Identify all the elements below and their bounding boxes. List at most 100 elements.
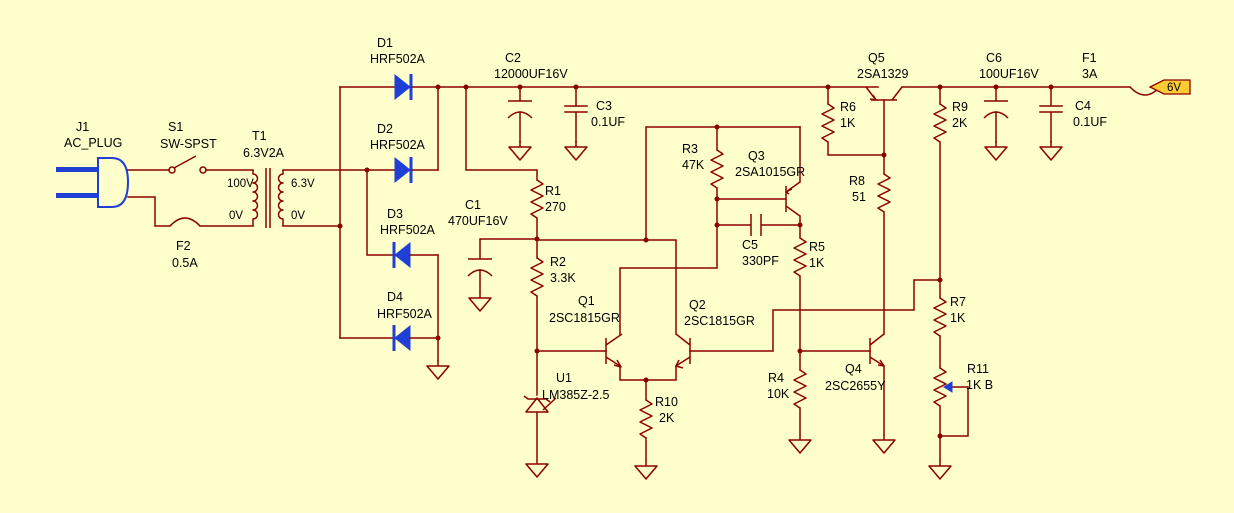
resistor-r3 <box>710 149 724 189</box>
r1-value: 270 <box>545 200 566 214</box>
c4-ref: C4 <box>1075 99 1091 113</box>
f1-ref: F1 <box>1082 51 1097 65</box>
j1-value: AC_PLUG <box>64 136 122 150</box>
u1-value: LM385Z-2.5 <box>542 388 609 402</box>
resistor-r6 <box>821 103 835 143</box>
transistor-q4 <box>869 333 885 367</box>
c2-value: 12000UF16V <box>494 67 568 81</box>
d4-value: HRF502A <box>377 307 433 321</box>
r9-value: 2K <box>952 116 968 130</box>
r6-ref: R6 <box>840 100 856 114</box>
wire <box>366 169 393 256</box>
j1-ref: J1 <box>76 120 89 134</box>
transistor-q5 <box>865 86 903 101</box>
d2-ref: D2 <box>377 122 393 136</box>
r11-ref: R11 <box>967 362 989 376</box>
c3-ref: C3 <box>596 99 612 113</box>
c2-ref: C2 <box>505 51 521 65</box>
d3-value: HRF502A <box>380 223 436 237</box>
wire <box>619 224 718 335</box>
r2-value: 3.3K <box>550 271 576 285</box>
wire <box>619 365 677 381</box>
diode-d2 <box>394 156 413 184</box>
ground-symbol <box>426 359 450 380</box>
r11-value: 1K B <box>966 378 993 392</box>
transistor-q1 <box>605 333 623 368</box>
q2-ref: Q2 <box>689 298 706 312</box>
t1-secondary-bottom: 0V <box>291 210 305 222</box>
wire <box>645 126 801 241</box>
potentiometer-r11 <box>933 367 947 407</box>
capacitor-c5 <box>750 214 762 236</box>
c1-value: 470UF16V <box>448 214 508 228</box>
wire <box>465 86 538 181</box>
q5-value: 2SA1329 <box>857 67 908 81</box>
q3-value: 2SA1015GR <box>735 165 805 179</box>
q1-ref: Q1 <box>578 294 595 308</box>
diode-d4 <box>392 324 411 352</box>
reference-u1 <box>523 395 557 458</box>
resistor-r8 <box>877 173 891 213</box>
q5-ref: Q5 <box>868 51 885 65</box>
q4-ref: Q4 <box>845 362 862 376</box>
transistor-q3 <box>785 181 801 217</box>
d2-value: HRF502A <box>370 138 426 152</box>
r7-ref: R7 <box>950 295 966 309</box>
r3-ref: R3 <box>682 142 698 156</box>
wire <box>827 99 885 156</box>
c5-value: 330PF <box>742 254 779 268</box>
r10-ref: R10 <box>655 395 678 409</box>
wire <box>127 196 171 227</box>
r4-value: 10K <box>767 387 790 401</box>
output-port-label: 6V <box>1167 82 1181 94</box>
transistor-q2 <box>675 333 691 369</box>
c5-ref: C5 <box>742 238 758 252</box>
capacitor-c4 <box>1039 86 1063 143</box>
t1-secondary-top: 6.3V <box>291 178 315 190</box>
t1-value: 6.3V2A <box>243 146 285 160</box>
r6-value: 1K <box>840 116 856 130</box>
r1-ref: R1 <box>545 184 561 198</box>
s1-value: SW-SPST <box>160 137 217 151</box>
r8-value: 51 <box>852 190 866 204</box>
c6-ref: C6 <box>986 51 1002 65</box>
resistor-r2 <box>530 257 544 297</box>
capacitor-c3 <box>564 86 588 143</box>
q3-ref: Q3 <box>748 149 765 163</box>
f2-ref: F2 <box>176 239 191 253</box>
diode-d1 <box>394 73 413 101</box>
r9-ref: R9 <box>952 100 968 114</box>
fuse-f2 <box>169 217 201 227</box>
d3-ref: D3 <box>387 207 403 221</box>
c1-ref: C1 <box>465 198 481 212</box>
r5-ref: R5 <box>809 240 825 254</box>
wire <box>536 239 677 335</box>
s1-ref: S1 <box>168 120 183 134</box>
f1-value: 3A <box>1082 67 1098 81</box>
resistor-r5 <box>793 237 807 277</box>
q1-value: 2SC1815GR <box>549 311 620 325</box>
wire <box>689 279 941 352</box>
r3-value: 47K <box>682 158 705 172</box>
r5-value: 1K <box>809 256 825 270</box>
r10-value: 2K <box>659 411 675 425</box>
diode-d3 <box>392 241 411 269</box>
c4-value: 0.1UF <box>1073 115 1107 129</box>
q2-value: 2SC1815GR <box>684 314 755 328</box>
c3-value: 0.1UF <box>591 115 625 129</box>
q4-value: 2SC2655Y <box>825 379 886 393</box>
resistor-r1 <box>530 179 544 219</box>
t1-ref: T1 <box>252 129 267 143</box>
ac-plug-j1 <box>56 157 130 208</box>
t1-primary-bottom: 0V <box>229 210 243 222</box>
resistor-r4 <box>793 369 807 409</box>
d1-value: HRF502A <box>370 52 426 66</box>
resistor-r9 <box>933 103 947 143</box>
u1-ref: U1 <box>556 371 572 385</box>
wire <box>939 386 969 437</box>
r8-ref: R8 <box>849 174 865 188</box>
r7-value: 1K <box>950 311 966 325</box>
switch-s1 <box>168 155 207 174</box>
pot-wiper-arrow <box>943 381 953 393</box>
